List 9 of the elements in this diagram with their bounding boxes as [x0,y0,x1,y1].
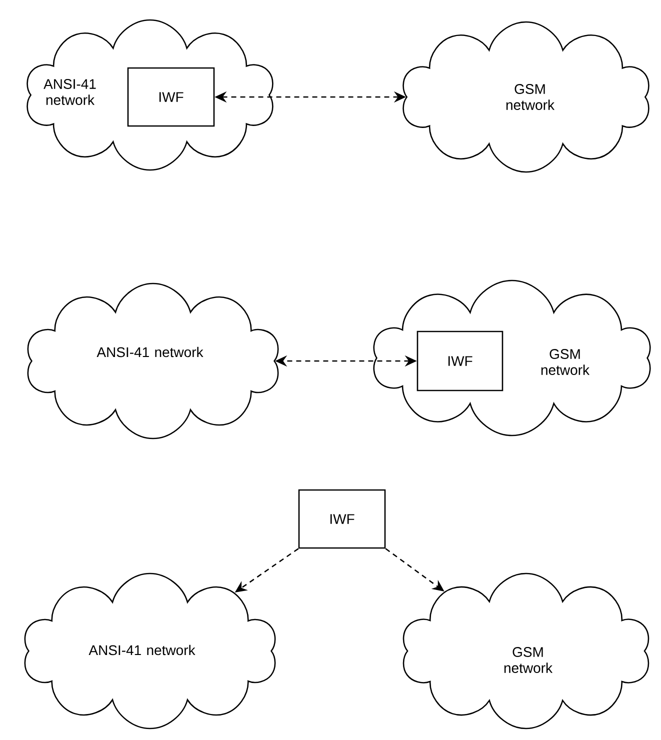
network-label: GSM network [541,349,590,375]
network-label: GSM network [506,84,555,110]
process-box: IWF [298,489,386,549]
process-box: IWF [416,330,504,392]
network-label: ANSI-41 network [96,346,204,358]
network-label: ANSI-41 network [88,644,196,656]
process-box: IWF [127,67,215,127]
network-label: ANSI-41 network [44,79,96,105]
network-label: GSM network [504,647,553,673]
